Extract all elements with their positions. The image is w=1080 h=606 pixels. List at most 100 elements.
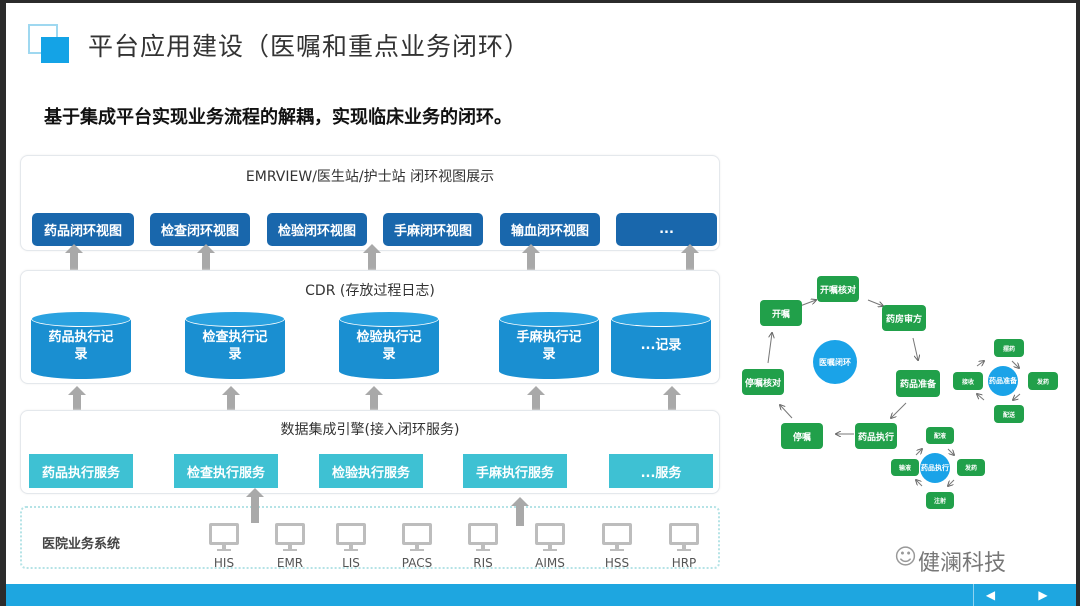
monitor-icon: [402, 523, 432, 545]
up-arrow-icon: [511, 497, 529, 526]
service-button[interactable]: 检查执行服务: [174, 454, 278, 488]
page-subtitle: 基于集成平台实现业务流程的解耦，实现临床业务的闭环。: [44, 107, 512, 128]
loop-arrow: [767, 333, 772, 364]
system-label: EMR: [276, 556, 304, 570]
system-ris: RIS: [458, 523, 508, 570]
loop-arrow: [947, 448, 954, 455]
service-button[interactable]: 手麻执行服务: [463, 454, 567, 488]
system-aims: AIMS: [525, 523, 575, 570]
systems-layer-panel: [20, 506, 720, 569]
cdr-label: 录: [228, 347, 242, 362]
system-lis: LIS: [326, 523, 376, 570]
system-emr: EMR: [265, 523, 315, 570]
view-button[interactable]: ...: [616, 213, 717, 246]
prev-slide-button[interactable]: ◀: [973, 584, 1007, 606]
logo-square-filled: [41, 37, 69, 63]
loop-step: 停嘱核对: [742, 369, 784, 395]
loop-arrow: [948, 479, 955, 486]
view-button[interactable]: 检验闭环视图: [267, 213, 367, 246]
watermark: 健澜科技: [918, 551, 1007, 576]
loop-arrow: [799, 300, 816, 307]
view-button[interactable]: 药品闭环视图: [32, 213, 134, 246]
monitor-icon: [209, 523, 239, 545]
wechat-icon: ☺: [894, 545, 917, 570]
up-arrow-icon: [65, 244, 83, 271]
service-button[interactable]: ...服务: [609, 454, 713, 488]
up-arrow-icon: [681, 244, 699, 271]
systems-layer-title: 医院业务系统: [42, 537, 121, 552]
view-button[interactable]: 输血闭环视图: [500, 213, 600, 246]
view-layer-panel: EMRVIEW/医生站/护士站 闭环视图展示: [20, 155, 720, 251]
loop-step: 开嘱: [760, 300, 802, 326]
exec-step: 输液: [891, 459, 919, 476]
cdr-layer-title: CDR (存放过程日志): [305, 283, 435, 299]
exec-step: 注射: [926, 492, 954, 509]
up-arrow-icon: [222, 386, 240, 415]
system-pacs: PACS: [392, 523, 442, 570]
loop-step: 药品执行: [855, 423, 897, 449]
cdr-label: 检验执行记: [356, 330, 422, 345]
loop-arrow: [976, 361, 984, 367]
cdr-database: 药品执行记录: [31, 311, 131, 379]
loop-step: 药房审方: [882, 305, 926, 331]
up-arrow-icon: [197, 244, 215, 271]
system-label: PACS: [401, 556, 433, 570]
slide: 平台应用建设（医嘱和重点业务闭环） 基于集成平台实现业务流程的解耦，实现临床业务…: [6, 3, 1076, 606]
system-label: RIS: [473, 556, 493, 570]
loop-center: 医嘱闭环: [813, 340, 857, 384]
service-button[interactable]: 药品执行服务: [29, 454, 133, 488]
view-button[interactable]: 检查闭环视图: [150, 213, 250, 246]
cdr-database: 手麻执行记录: [499, 311, 599, 379]
prep-step: 接收: [953, 372, 983, 390]
up-arrow-icon: [527, 386, 545, 415]
cdr-label: 录: [542, 347, 556, 362]
system-hss: HSS: [592, 523, 642, 570]
system-his: HIS: [199, 523, 249, 570]
up-arrow-icon: [663, 386, 681, 415]
loop-step: 开嘱核对: [817, 276, 859, 302]
service-button[interactable]: 检验执行服务: [319, 454, 423, 488]
loop-arrow: [1013, 393, 1021, 400]
system-hrp: HRP: [659, 523, 709, 570]
monitor-icon: [468, 523, 498, 545]
monitor-icon: [669, 523, 699, 545]
view-button[interactable]: 手麻闭环视图: [383, 213, 483, 246]
loop-arrow: [916, 480, 923, 487]
loop-arrow: [867, 299, 883, 306]
monitor-icon: [336, 523, 366, 545]
engine-layer-title: 数据集成引擎(接入闭环服务): [280, 422, 460, 438]
loop-arrow: [780, 405, 793, 419]
up-arrow-icon: [246, 488, 264, 523]
exec-center: 药品执行: [920, 453, 950, 483]
exec-step: 配液: [926, 427, 954, 444]
cdr-database: 检查执行记录: [185, 311, 285, 379]
monitor-icon: [535, 523, 565, 545]
prep-step: 配送: [994, 405, 1024, 423]
monitor-icon: [275, 523, 305, 545]
exec-step: 发药: [957, 459, 985, 476]
cdr-database: ...记录: [611, 311, 711, 379]
system-label: HIS: [213, 556, 235, 570]
up-arrow-icon: [522, 244, 540, 271]
system-label: HSS: [604, 556, 630, 570]
view-layer-title: EMRVIEW/医生站/护士站 闭环视图展示: [245, 169, 495, 185]
loop-arrow: [912, 337, 918, 360]
prep-step: 摆药: [994, 339, 1024, 357]
cdr-label: 手麻执行记: [516, 330, 582, 345]
system-label: AIMS: [535, 556, 565, 570]
cdr-database: 检验执行记录: [339, 311, 439, 379]
system-label: LIS: [342, 556, 360, 570]
loop-arrow: [1011, 360, 1019, 368]
bottom-bar: ◀ ▶: [6, 584, 1076, 606]
cdr-label: 药品执行记: [48, 330, 114, 345]
loop-arrow: [891, 402, 907, 418]
loop-arrow: [915, 449, 922, 456]
loop-step: 停嘱: [781, 423, 823, 449]
cdr-label: ...记录: [640, 338, 682, 353]
system-label: HRP: [671, 556, 697, 570]
prep-center: 药品准备: [988, 366, 1018, 396]
monitor-icon: [602, 523, 632, 545]
next-slide-button[interactable]: ▶: [1038, 588, 1048, 602]
page-title: 平台应用建设（医嘱和重点业务闭环）: [88, 32, 531, 61]
loop-step: 药品准备: [896, 370, 940, 397]
